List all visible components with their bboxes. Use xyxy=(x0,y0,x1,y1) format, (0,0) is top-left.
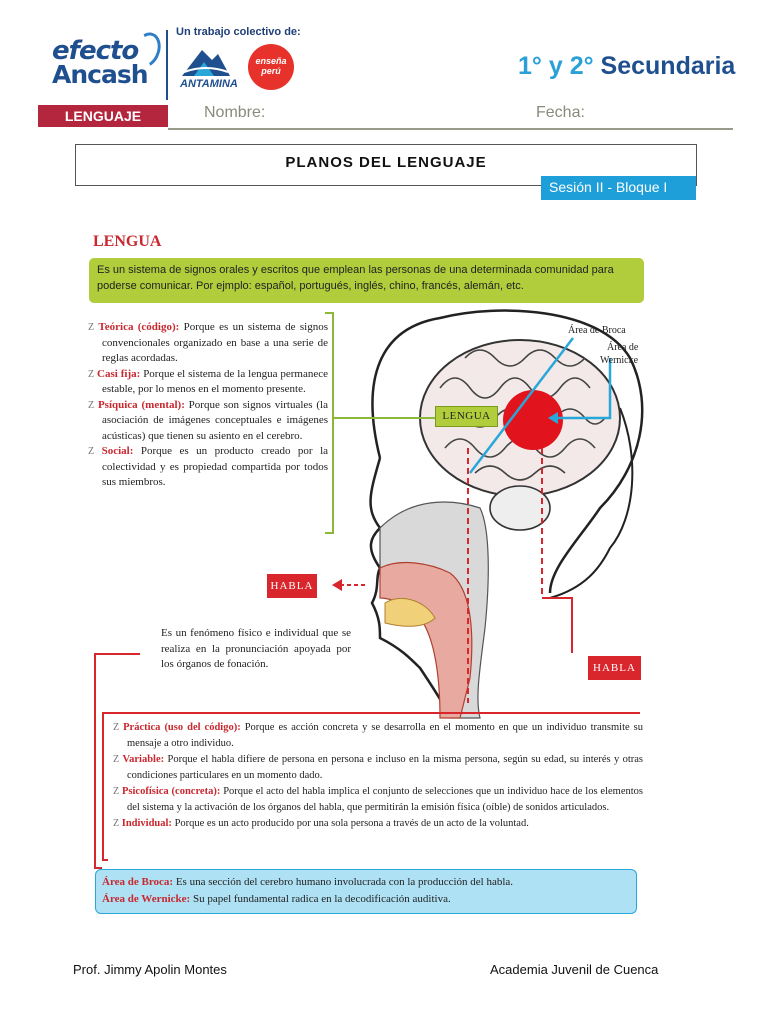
efecto-ancash-logo: efecto Ancash xyxy=(52,28,166,90)
head-outline xyxy=(371,309,644,594)
date-field-label: Fecha: xyxy=(536,104,585,121)
habla-tag-left: HABLA xyxy=(267,574,317,598)
term-text: Su papel fundamental radica en la decodi… xyxy=(190,893,451,905)
term: Social: xyxy=(101,445,134,457)
page-title: PLANOS DEL LENGUAJE xyxy=(285,154,487,171)
term-text: Porque son signos virtuales (la asociaci… xyxy=(102,398,328,442)
lengua-characteristics: Z Teórica (código): Porque es un sistema… xyxy=(88,320,328,491)
hair-back xyxy=(549,407,634,599)
wernicke-label-1: Área de xyxy=(607,342,639,353)
habla-arrowhead xyxy=(332,579,342,591)
bullet-icon: Z xyxy=(88,368,95,380)
tongue xyxy=(384,597,436,627)
list-item: Z Variable: Porque el habla difiere de p… xyxy=(113,752,643,784)
list-item: Z Individual: Porque es un acto producid… xyxy=(113,816,643,832)
lengua-definition: Es un sistema de signos orales y escrito… xyxy=(89,258,644,303)
term: Psicofísica (concreta): xyxy=(122,786,221,797)
habla-definition: Es un fenómeno físico e individual que s… xyxy=(161,627,351,670)
grade-label: 1° y 2° Secundaria xyxy=(518,52,735,81)
wernicke-definition: Área de Wernicke: Su papel fundamental r… xyxy=(102,891,630,908)
bullet-icon: Z xyxy=(113,722,120,733)
habla-characteristics: Z Práctica (uso del código): Porque es a… xyxy=(113,720,643,832)
bullet-icon: Z xyxy=(113,818,120,829)
list-item: Z Psicofísica (concreta): Porque el acto… xyxy=(113,784,643,816)
bullet-icon: Z xyxy=(113,786,120,797)
list-item: Z Práctica (uso del código): Porque es a… xyxy=(113,720,643,752)
habla-bracket-inner xyxy=(102,712,640,861)
logo-line2: Ancash xyxy=(52,60,149,89)
term: Área de Wernicke: xyxy=(102,893,191,905)
wernicke-pointer xyxy=(558,358,612,420)
term-text: Porque el sistema de la lengua permanece… xyxy=(102,367,329,396)
habla-tag-right: HABLA xyxy=(588,656,641,680)
subject-badge: LENGUAJE xyxy=(38,105,168,127)
term-text: Porque el habla difiere de persona en pe… xyxy=(127,754,644,781)
lengua-tag: LENGUA xyxy=(435,406,498,427)
antamina-logo: ANTAMINA xyxy=(180,44,238,94)
grade-level: Secundaria xyxy=(593,52,736,80)
habla-bracket-outer xyxy=(94,653,140,869)
term: Individual: xyxy=(121,818,172,829)
header-rule xyxy=(168,128,733,130)
bullet-icon: Z xyxy=(88,446,95,457)
lengua-bracket xyxy=(325,312,334,534)
collab-text: Un trabajo colectivo de: xyxy=(176,26,301,38)
footer-institution: Academia Juvenil de Cuenca xyxy=(490,962,659,977)
title-box: PLANOS DEL LENGUAJE xyxy=(75,144,697,186)
broca-definition: Área de Broca: Es una sección del cerebr… xyxy=(102,874,630,891)
term: Casi fija: xyxy=(97,367,141,380)
broca-pointer xyxy=(469,337,574,474)
cerebellum xyxy=(489,485,551,531)
mountain-icon xyxy=(182,50,230,76)
name-field-label: Nombre: xyxy=(204,104,266,121)
term-text: Porque es un acto producido por una sola… xyxy=(171,818,529,829)
term-text: Porque el acto del habla implica el conj… xyxy=(127,786,644,813)
term: Práctica (uso del código): xyxy=(123,722,241,733)
lengua-heading: LENGUA xyxy=(93,233,162,250)
infographic: LENGUA Es un sistema de signos orales y … xyxy=(80,208,680,924)
brain-areas-box: Área de Broca: Es una sección del cerebr… xyxy=(95,869,637,914)
wernicke-arrowhead xyxy=(548,412,558,424)
bullet-icon: Z xyxy=(88,399,95,411)
term-text: Porque es un sistema de signos convencio… xyxy=(102,321,328,364)
term: Área de Broca: xyxy=(102,876,174,888)
bullet-icon: Z xyxy=(88,322,95,333)
wernicke-label-2: Wernicke xyxy=(600,355,639,366)
term: Variable: xyxy=(122,754,165,765)
grade-number: 1° y 2° xyxy=(518,52,594,80)
term: Psíquica (mental): xyxy=(97,398,185,411)
logo-line1: efecto xyxy=(52,36,139,66)
term-text: Es una sección del cerebro humano involu… xyxy=(173,876,514,888)
ensena-peru-logo: enseña perú xyxy=(248,44,294,90)
term: Teórica (código): xyxy=(98,321,180,333)
list-item: Z Teórica (código): Porque es un sistema… xyxy=(88,320,328,367)
header-divider xyxy=(166,30,168,100)
broca-label: Área de Broca xyxy=(568,325,626,336)
list-item: Z Casi fija: Porque el sistema de la len… xyxy=(88,367,328,398)
term-text: Porque es acción concreta y se desarroll… xyxy=(127,722,643,749)
footer-author: Prof. Jimmy Apolin Montes xyxy=(73,962,227,977)
habla-right-connector xyxy=(542,597,573,653)
list-item: Z Psíquica (mental): Porque son signos v… xyxy=(88,398,328,445)
antamina-text: ANTAMINA xyxy=(180,78,238,90)
term-text: Porque es un producto creado por la cole… xyxy=(102,445,329,488)
list-item: Z Social: Porque es un producto creado p… xyxy=(88,444,328,491)
head-diagram xyxy=(94,309,644,869)
session-badge: Sesión II - Bloque I xyxy=(541,176,696,200)
bullet-icon: Z xyxy=(113,754,120,765)
vocal-tract xyxy=(379,562,473,719)
wernicke-highlight xyxy=(503,390,563,450)
